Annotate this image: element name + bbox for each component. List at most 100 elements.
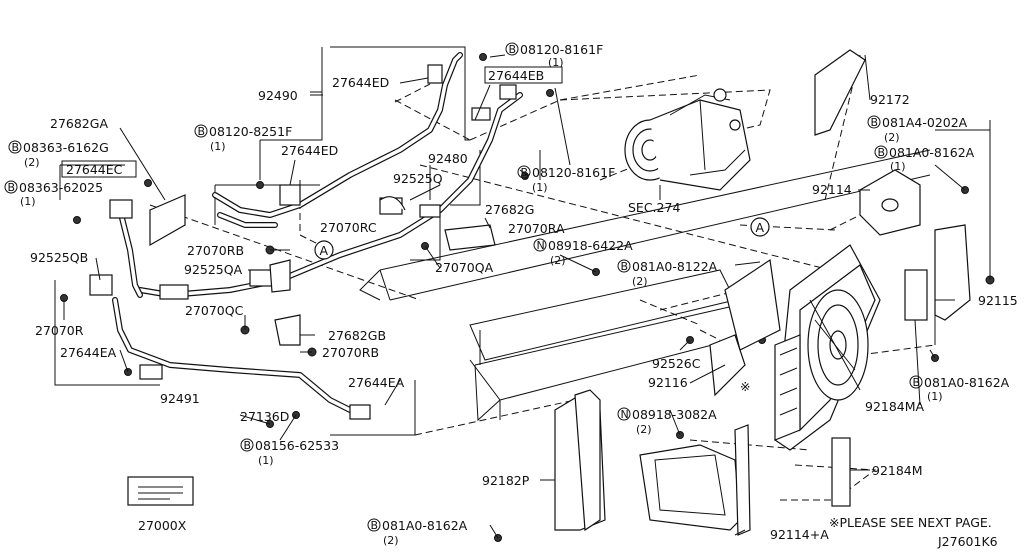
label-92114A: 92114+A xyxy=(770,527,829,542)
labels: 92490 27644ED B 08120-8161F (1) 27644EB … xyxy=(4,42,1018,549)
bolt-marker xyxy=(194,124,208,138)
label-92491: 92491 xyxy=(160,391,200,406)
label-92525QA: 92525QA xyxy=(184,262,243,277)
label-qty-1b: (1) xyxy=(210,140,226,153)
label-27644ED-mid: 27644ED xyxy=(281,143,338,158)
hose-92491 xyxy=(112,207,363,418)
label-27136D: 27136D xyxy=(240,409,289,424)
label-081A0-8162A-top: 081A0-8162A xyxy=(889,145,975,160)
label-qty-1d: (1) xyxy=(532,181,548,194)
condenser-fan xyxy=(774,244,881,451)
label-92525Q: 92525Q xyxy=(393,171,443,186)
label-27000X: 27000X xyxy=(138,518,187,533)
label-27644EB: 27644EB xyxy=(488,68,544,83)
label-92490: 92490 xyxy=(258,88,298,103)
label-qty-2a: (2) xyxy=(24,156,40,169)
label-qty-1a: (1) xyxy=(548,56,564,69)
label-92526C: 92526C xyxy=(652,356,701,371)
label-92182P: 92182P xyxy=(482,473,530,488)
bolt-marker xyxy=(4,180,18,194)
label-08120-8161F-mid: 08120-8161F xyxy=(532,165,615,180)
label-sec-274: SEC.274 xyxy=(628,200,680,215)
bolt-marker-letter: B xyxy=(521,166,529,179)
label-92172: 92172 xyxy=(870,92,910,107)
bolt-marker xyxy=(505,42,519,56)
label-27644EA-left: 27644EA xyxy=(60,345,117,360)
label-92116: 92116 xyxy=(648,375,688,390)
label-92184MA: 92184MA xyxy=(865,399,925,414)
label-27070RB-top: 27070RB xyxy=(187,243,244,258)
bolt-marker-letter: B xyxy=(509,43,517,56)
label-qty-1c: (1) xyxy=(20,195,36,208)
label-27644EA-right: 27644EA xyxy=(348,375,405,390)
fittings xyxy=(60,53,995,542)
label-27070QA: 27070QA xyxy=(435,260,494,275)
label-92114: 92114 xyxy=(812,182,852,197)
nut-marker-letter: N xyxy=(537,239,545,252)
label-27070QC: 27070QC xyxy=(185,303,244,318)
bolt-marker-letter: B xyxy=(878,146,886,159)
label-081A0-8162A-right: 081A0-8162A xyxy=(924,375,1010,390)
label-081A0-8122A: 081A0-8122A xyxy=(632,259,718,274)
label-081A4-0202A: 081A4-0202A xyxy=(882,115,968,130)
nut-marker xyxy=(617,407,631,421)
callout-a-right: A xyxy=(750,217,770,237)
label-08156-62533: 08156-62533 xyxy=(255,438,339,453)
label-081A0-8162A-bot: 081A0-8162A xyxy=(382,518,468,533)
label-92115: 92115 xyxy=(978,293,1018,308)
27644EB-box xyxy=(484,66,563,84)
bolt-marker-letter: B xyxy=(871,116,879,129)
panels xyxy=(554,49,971,536)
bolt-marker xyxy=(240,438,254,452)
bolt-marker-letter: B xyxy=(913,376,921,389)
bolt-marker xyxy=(867,115,881,129)
callout-a-left: A xyxy=(314,240,334,260)
label-qty-1e: (1) xyxy=(890,160,906,173)
label-92480: 92480 xyxy=(428,151,468,166)
label-qty-2e: (2) xyxy=(636,423,652,436)
bolt-marker xyxy=(367,518,381,532)
nut-marker xyxy=(533,238,547,252)
label-08363-62025: 08363-62025 xyxy=(19,180,103,195)
label-qty-2f: (2) xyxy=(383,534,399,547)
hose-92480 xyxy=(137,92,523,298)
hose-92490 xyxy=(212,52,463,228)
bolt-marker-letter: B xyxy=(8,181,16,194)
label-27644ED-top: 27644ED xyxy=(332,75,389,90)
leader-lines xyxy=(63,54,991,539)
label-08120-8161F-top: 08120-8161F xyxy=(520,42,603,57)
bolt-marker xyxy=(874,145,888,159)
compressor xyxy=(624,88,751,191)
label-qty-1f: (1) xyxy=(927,390,943,403)
label-qty-1g: (1) xyxy=(258,454,274,467)
label-27682GA: 27682GA xyxy=(50,116,108,131)
label-27682GB: 27682GB xyxy=(328,328,386,343)
bolt-marker-letter: B xyxy=(621,260,629,273)
label-27682G: 27682G xyxy=(485,202,534,217)
label-27070RB-bot: 27070RB xyxy=(322,345,379,360)
label-08120-8251F: 08120-8251F xyxy=(209,124,292,139)
bolt-marker-letter: B xyxy=(371,519,379,532)
label-qty-2d: (2) xyxy=(632,275,648,288)
bolt-marker-letter: B xyxy=(12,141,20,154)
label-qty-2c: (2) xyxy=(550,254,566,267)
bolt-marker xyxy=(909,375,923,389)
label-27070RA: 27070RA xyxy=(508,221,565,236)
label-qty-2b: (2) xyxy=(884,131,900,144)
label-92525QB: 92525QB xyxy=(30,250,88,265)
label-27644EC: 27644EC xyxy=(66,162,123,177)
label-08918-6422A: 08918-6422A xyxy=(548,238,633,253)
label-92184M: 92184M xyxy=(872,463,923,478)
diagram-id: J27601K6 xyxy=(937,534,998,549)
label-08363-6162G: 08363-6162G xyxy=(23,140,109,155)
nut-marker-letter: N xyxy=(621,408,629,421)
label-08918-3082A: 08918-3082A xyxy=(632,407,717,422)
bolt-marker-letter: B xyxy=(198,125,206,138)
label-27070RC: 27070RC xyxy=(320,220,377,235)
footnote-text: ※PLEASE SEE NEXT PAGE. xyxy=(829,515,992,530)
bolt-marker xyxy=(8,140,22,154)
callout-a-left-text: A xyxy=(320,243,329,258)
callout-a-right-text: A xyxy=(756,220,765,235)
bolt-marker xyxy=(517,165,531,179)
